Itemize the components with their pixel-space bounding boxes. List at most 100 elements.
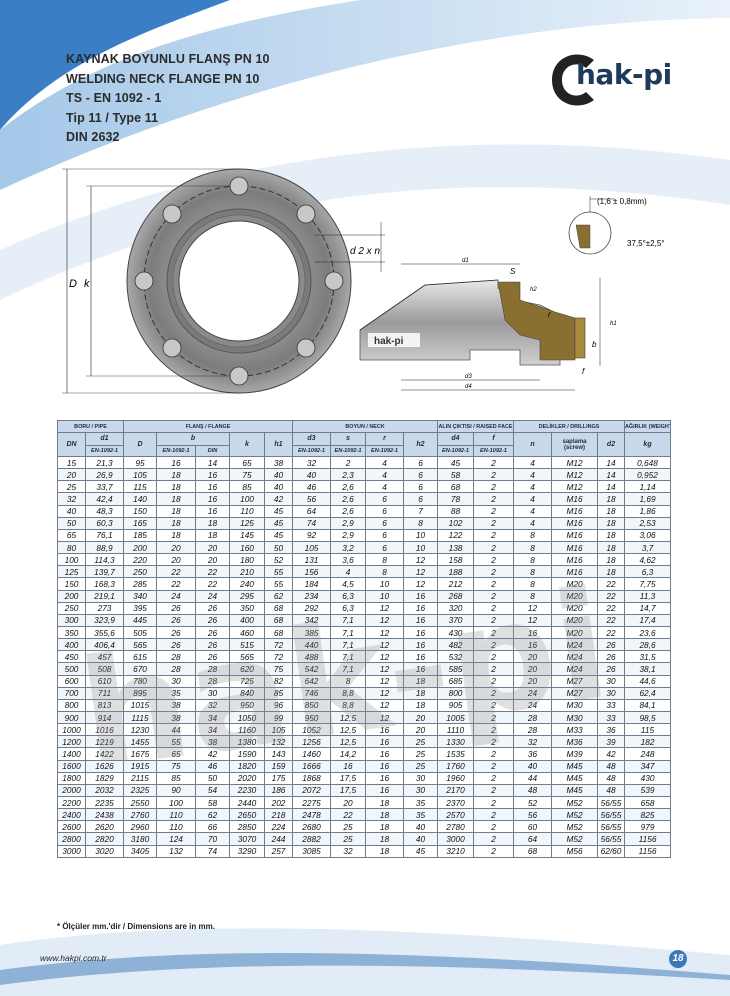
table-cell: 50	[264, 540, 293, 555]
table-cell: 2	[472, 638, 515, 652]
table-cell: 8	[513, 565, 553, 579]
table-cell: 38	[264, 455, 293, 470]
table-cell: 342	[292, 613, 331, 627]
table-cell: M16	[551, 504, 599, 518]
table-cell: 25	[403, 759, 438, 773]
label-angle: 37,5°±2,5°	[627, 239, 664, 248]
table-cell: 30	[403, 771, 438, 785]
table-cell: M12	[551, 468, 599, 482]
table-cell: 20	[513, 650, 553, 664]
table-cell: 26	[156, 638, 196, 652]
table-cell: 16	[403, 613, 438, 627]
dimensions-note: * Ölçüler mm.'dir / Dimensions are in mm…	[57, 922, 215, 931]
table-cell: 16	[330, 759, 366, 773]
table-cell: 370	[437, 613, 474, 627]
table-cell: 8	[513, 577, 553, 591]
table-cell: 2,9	[330, 528, 366, 542]
table-cell: 505	[123, 625, 157, 640]
table-cell: 2	[472, 565, 515, 579]
table-cell: 143	[264, 747, 293, 761]
website-link[interactable]: www.hakpi.com.tr	[40, 953, 107, 963]
sub-d3: EN-1092-1	[292, 445, 331, 457]
table-cell: 145	[229, 528, 265, 542]
table-cell: 2620	[85, 820, 124, 834]
table-cell: 2	[472, 759, 515, 773]
table-cell: M20	[551, 625, 599, 640]
table-cell: 16	[365, 747, 404, 761]
table-cell: 20	[156, 540, 196, 555]
group-pipe: BORU / PIPE	[57, 420, 124, 433]
table-cell: 234	[292, 589, 331, 603]
table-cell: 244	[264, 832, 293, 846]
table-cell: 1380	[229, 735, 265, 749]
table-cell: 16	[403, 662, 438, 676]
table-cell: 36	[513, 747, 553, 761]
table-cell: 2	[472, 601, 515, 615]
table-cell: M39	[551, 747, 599, 761]
table-cell: 110	[156, 808, 196, 822]
table-cell: M16	[551, 553, 599, 567]
table-cell: 840	[229, 686, 265, 700]
group-flange: FLANŞ / FLANGE	[123, 420, 293, 433]
table-cell: 2	[472, 650, 515, 664]
table-cell: 68	[264, 625, 293, 640]
table-cell: 10	[403, 540, 438, 555]
table-cell: 26	[597, 650, 626, 664]
table-cell: 746	[292, 686, 331, 700]
table-cell: 914	[85, 710, 124, 725]
table-cell: 40	[264, 480, 293, 494]
table-cell: 18	[403, 698, 438, 712]
table-cell: 16	[156, 455, 196, 470]
table-cell: 20	[403, 723, 438, 737]
label-r: r	[548, 310, 551, 319]
table-cell: 30	[597, 686, 626, 700]
table-cell: 2115	[123, 771, 157, 785]
table-cell: 2235	[85, 795, 124, 810]
table-cell: 18	[156, 492, 196, 506]
table-cell: 45	[264, 516, 293, 530]
label-d2xn: d 2 x n	[350, 246, 380, 257]
table-cell: 28	[513, 710, 553, 725]
table-cell: 2	[472, 735, 515, 749]
table-cell: 30	[195, 686, 230, 700]
table-cell: 585	[437, 662, 474, 676]
table-cell: 850	[292, 698, 331, 712]
table-cell: 3020	[85, 844, 124, 858]
table-cell: 2,53	[624, 516, 672, 530]
table-cell: 8	[330, 674, 366, 688]
table-cell: 25	[403, 735, 438, 749]
table-cell: 2	[472, 625, 515, 640]
table-cell: 200	[123, 540, 157, 555]
table-cell: 500	[57, 662, 86, 676]
table-cell: 158	[437, 553, 474, 567]
table-cell: 6	[403, 468, 438, 482]
table-cell: 18	[365, 844, 404, 858]
table-cell: 26	[156, 613, 196, 627]
table-cell: 32	[57, 492, 86, 506]
table-cell: 20	[513, 662, 553, 676]
table-cell: 2680	[292, 820, 331, 834]
table-cell: 22	[597, 601, 626, 615]
table-cell: 96	[264, 698, 293, 712]
table-cell: 8	[365, 565, 404, 579]
table-cell: 300	[57, 613, 86, 627]
table-cell: 33	[597, 710, 626, 725]
col-d2: d2	[597, 432, 626, 457]
table-cell: 22	[597, 589, 626, 603]
table-cell: 460	[229, 625, 265, 640]
table-cell: 20	[156, 553, 196, 567]
table-cell: 28	[156, 662, 196, 676]
table-cell: 220	[123, 553, 157, 567]
table-cell: 18	[597, 516, 626, 530]
table-cell: 4,62	[624, 553, 672, 567]
table-cell: 2	[472, 723, 515, 737]
table-cell: 2,9	[330, 516, 366, 530]
table-cell: 285	[123, 577, 157, 591]
table-cell: 2	[472, 516, 515, 530]
table-cell: 1455	[123, 735, 157, 749]
table-cell: 658	[624, 795, 672, 810]
table-cell: 35	[403, 808, 438, 822]
table-cell: 488	[292, 650, 331, 664]
